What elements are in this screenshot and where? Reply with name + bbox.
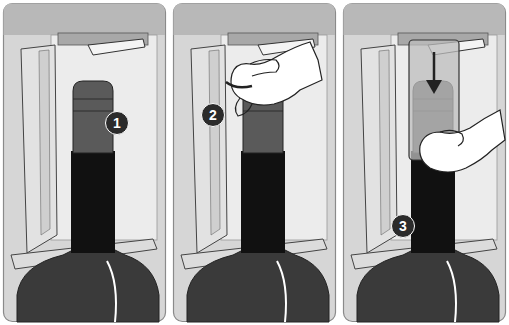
callout-number: 3 (391, 214, 415, 238)
callout-number: 1 (105, 111, 129, 135)
callout-number: 2 (201, 103, 225, 127)
step-panel (344, 4, 506, 323)
sleeve-and-hand (409, 40, 505, 172)
step-panel (4, 4, 166, 323)
step-panel (174, 4, 336, 323)
hand-lifting-lever (226, 42, 322, 116)
